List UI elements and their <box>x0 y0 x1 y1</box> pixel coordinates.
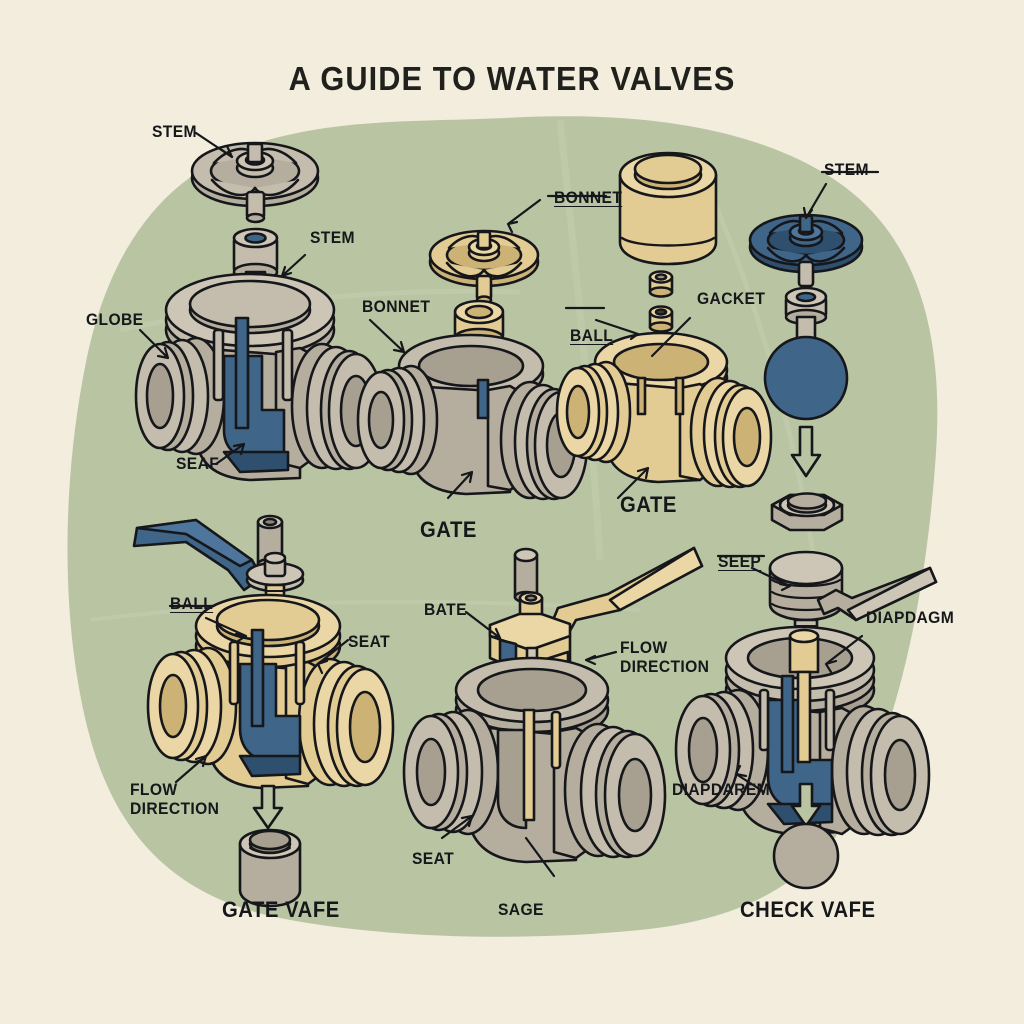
label-gate-caption-right: GATE <box>620 492 677 517</box>
label-stem-globe: STEM <box>310 228 355 247</box>
flow-arrow-top-right <box>790 425 822 478</box>
page-title: A GUIDE TO WATER VALVES <box>288 60 736 97</box>
label-seat-globe: SEAF <box>176 454 220 473</box>
check-valve-exploded-top <box>748 213 864 532</box>
label-gacket: GACKET <box>697 289 766 308</box>
globe-internal-disc <box>212 316 294 474</box>
label-flow-direction-left: FLOW DIRECTION <box>130 780 220 818</box>
ball-valve-assembly-top <box>555 270 773 489</box>
leader-lines <box>138 131 880 878</box>
label-diapdarem: DIAPDAREM <box>672 780 771 799</box>
label-sage: SAGE <box>498 900 544 919</box>
blue-lever-handle <box>132 518 264 592</box>
label-stem-check: STEM <box>824 160 869 179</box>
label-bate: BATE <box>424 600 467 619</box>
globe-valve-assembly <box>134 141 385 482</box>
gasket-ring-upper <box>648 270 674 298</box>
label-gate-caption-mid: GATE <box>420 517 477 542</box>
label-diapdagm: DIAPDAGM <box>866 608 955 627</box>
label-gate-valve-caption: GATE VAFE <box>222 897 340 922</box>
check-valve-assembly-bottom <box>674 550 938 890</box>
flow-arrow-bottom-left <box>252 784 284 830</box>
label-flow-direction-mid: FLOW DIRECTION <box>620 638 710 676</box>
label-ball-bottom: BALL <box>170 594 214 613</box>
gate-valve-assembly-bottom-mid <box>402 546 704 864</box>
socket-coupling-bottom-left <box>238 828 302 908</box>
ball-valve-body-top <box>555 331 773 489</box>
label-bonnet-right: BONNET <box>554 188 623 207</box>
label-globe: GLOBE <box>86 310 144 329</box>
check-valve-lever <box>816 566 938 622</box>
label-seat-ball: SEAT <box>348 632 391 651</box>
flow-arrow-bottom-right <box>790 782 822 828</box>
label-stem-top-left: STEM <box>152 122 197 141</box>
brass-bonnet-cylinder <box>618 151 718 266</box>
label-bonnet-left: BONNET <box>362 297 431 316</box>
brass-lever-handle <box>546 546 704 640</box>
label-ball-top: BALL <box>570 326 614 345</box>
check-valve-body <box>674 670 931 837</box>
check-valve-disc <box>772 822 840 890</box>
hex-nut-top-right <box>770 492 844 532</box>
blue-handwheel <box>748 213 864 288</box>
globe-handwheel <box>190 141 320 224</box>
label-seat-mid: SEAT <box>412 849 455 868</box>
gate-handwheel-brass <box>428 229 540 305</box>
gate-valve-body-bottom-mid <box>402 656 667 864</box>
label-check-valve-caption: CHECK VAFE <box>740 897 876 922</box>
label-seep: SEEP <box>718 552 762 571</box>
gasket-ring-lower <box>648 305 674 333</box>
blue-ball-float <box>763 335 849 421</box>
ball-valve-body-bottom-left <box>146 628 395 790</box>
